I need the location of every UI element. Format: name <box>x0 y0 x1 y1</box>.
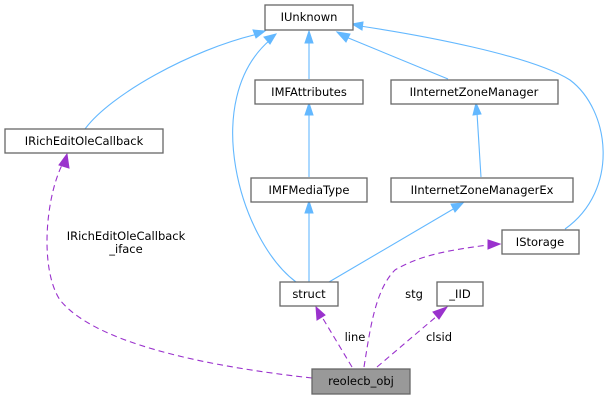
edge-label-stg: stg <box>405 287 423 301</box>
node-label-iid: _IID <box>448 287 471 301</box>
edge-label-line: line <box>345 330 366 344</box>
arrowhead-focus-irich <box>58 152 70 169</box>
edge-label-irich-iface-1: IRichEditOleCallback <box>67 229 186 243</box>
edge-focus-to-irich <box>46 164 313 379</box>
arrowhead-struct-iunknown <box>263 33 278 45</box>
node-struct[interactable]: struct <box>279 281 339 307</box>
node-label-imfattr: IMFAttributes <box>271 85 347 99</box>
node-iid[interactable]: _IID <box>436 281 484 307</box>
arrowhead-iizm-iunknown <box>335 31 351 43</box>
node-label-struct: struct <box>292 287 326 301</box>
arrowhead-focus-iid <box>432 306 449 320</box>
edge-iizmex-to-iizm <box>476 112 482 178</box>
node-istorage[interactable]: IStorage <box>501 229 580 255</box>
node-label-irich: IRichEditOleCallback <box>25 134 144 148</box>
node-label-istorage: IStorage <box>516 235 564 249</box>
node-label-iizmex: IInternetZoneManagerEx <box>411 183 554 197</box>
arrowhead-istorage-iunknown <box>350 21 364 31</box>
arrowhead-struct-imfmedia <box>304 199 314 214</box>
edge-label-irich-iface-2: _iface <box>108 242 142 256</box>
node-label-iizm: IInternetZoneManager <box>410 85 539 99</box>
node-iinternetzonemanager[interactable]: IInternetZoneManager <box>390 79 559 105</box>
arrowhead-imfmedia-imfattr <box>304 101 314 116</box>
node-reolecb-obj[interactable]: reolecb_obj <box>311 368 411 395</box>
node-label-iunknown: IUnknown <box>281 10 338 24</box>
edge-irich-to-iunknown <box>84 33 259 130</box>
arrowhead-irich-iunknown <box>252 29 267 39</box>
edge-label-clsid: clsid <box>426 330 452 344</box>
node-iinternetzonemanagerex[interactable]: IInternetZoneManagerEx <box>390 177 574 203</box>
node-irich-edit-ole-callback[interactable]: IRichEditOleCallback <box>4 128 164 154</box>
arrowhead-iizmex-iizm <box>472 101 482 116</box>
edge-iizm-to-iunknown <box>345 36 449 80</box>
arrowhead-struct-iizmex <box>450 202 465 213</box>
node-label-imfmedia: IMFMediaType <box>269 183 350 197</box>
edge-struct-to-iunknown <box>232 39 297 283</box>
arrowhead-focus-struct <box>315 305 326 321</box>
arrowhead-imfattr-iunknown <box>304 29 314 44</box>
edge-istorage-to-iunknown <box>359 25 604 230</box>
node-imfmediatype[interactable]: IMFMediaType <box>250 177 368 203</box>
node-label-focus: reolecb_obj <box>328 374 394 388</box>
edge-focus-to-iid <box>376 315 438 368</box>
node-iunknown[interactable]: IUnknown <box>264 4 354 31</box>
edge-focus-to-istorage <box>363 244 489 368</box>
node-imfattributes[interactable]: IMFAttributes <box>254 79 364 105</box>
arrowhead-focus-istorage <box>487 239 502 250</box>
edge-struct-to-iizmex <box>328 207 456 283</box>
